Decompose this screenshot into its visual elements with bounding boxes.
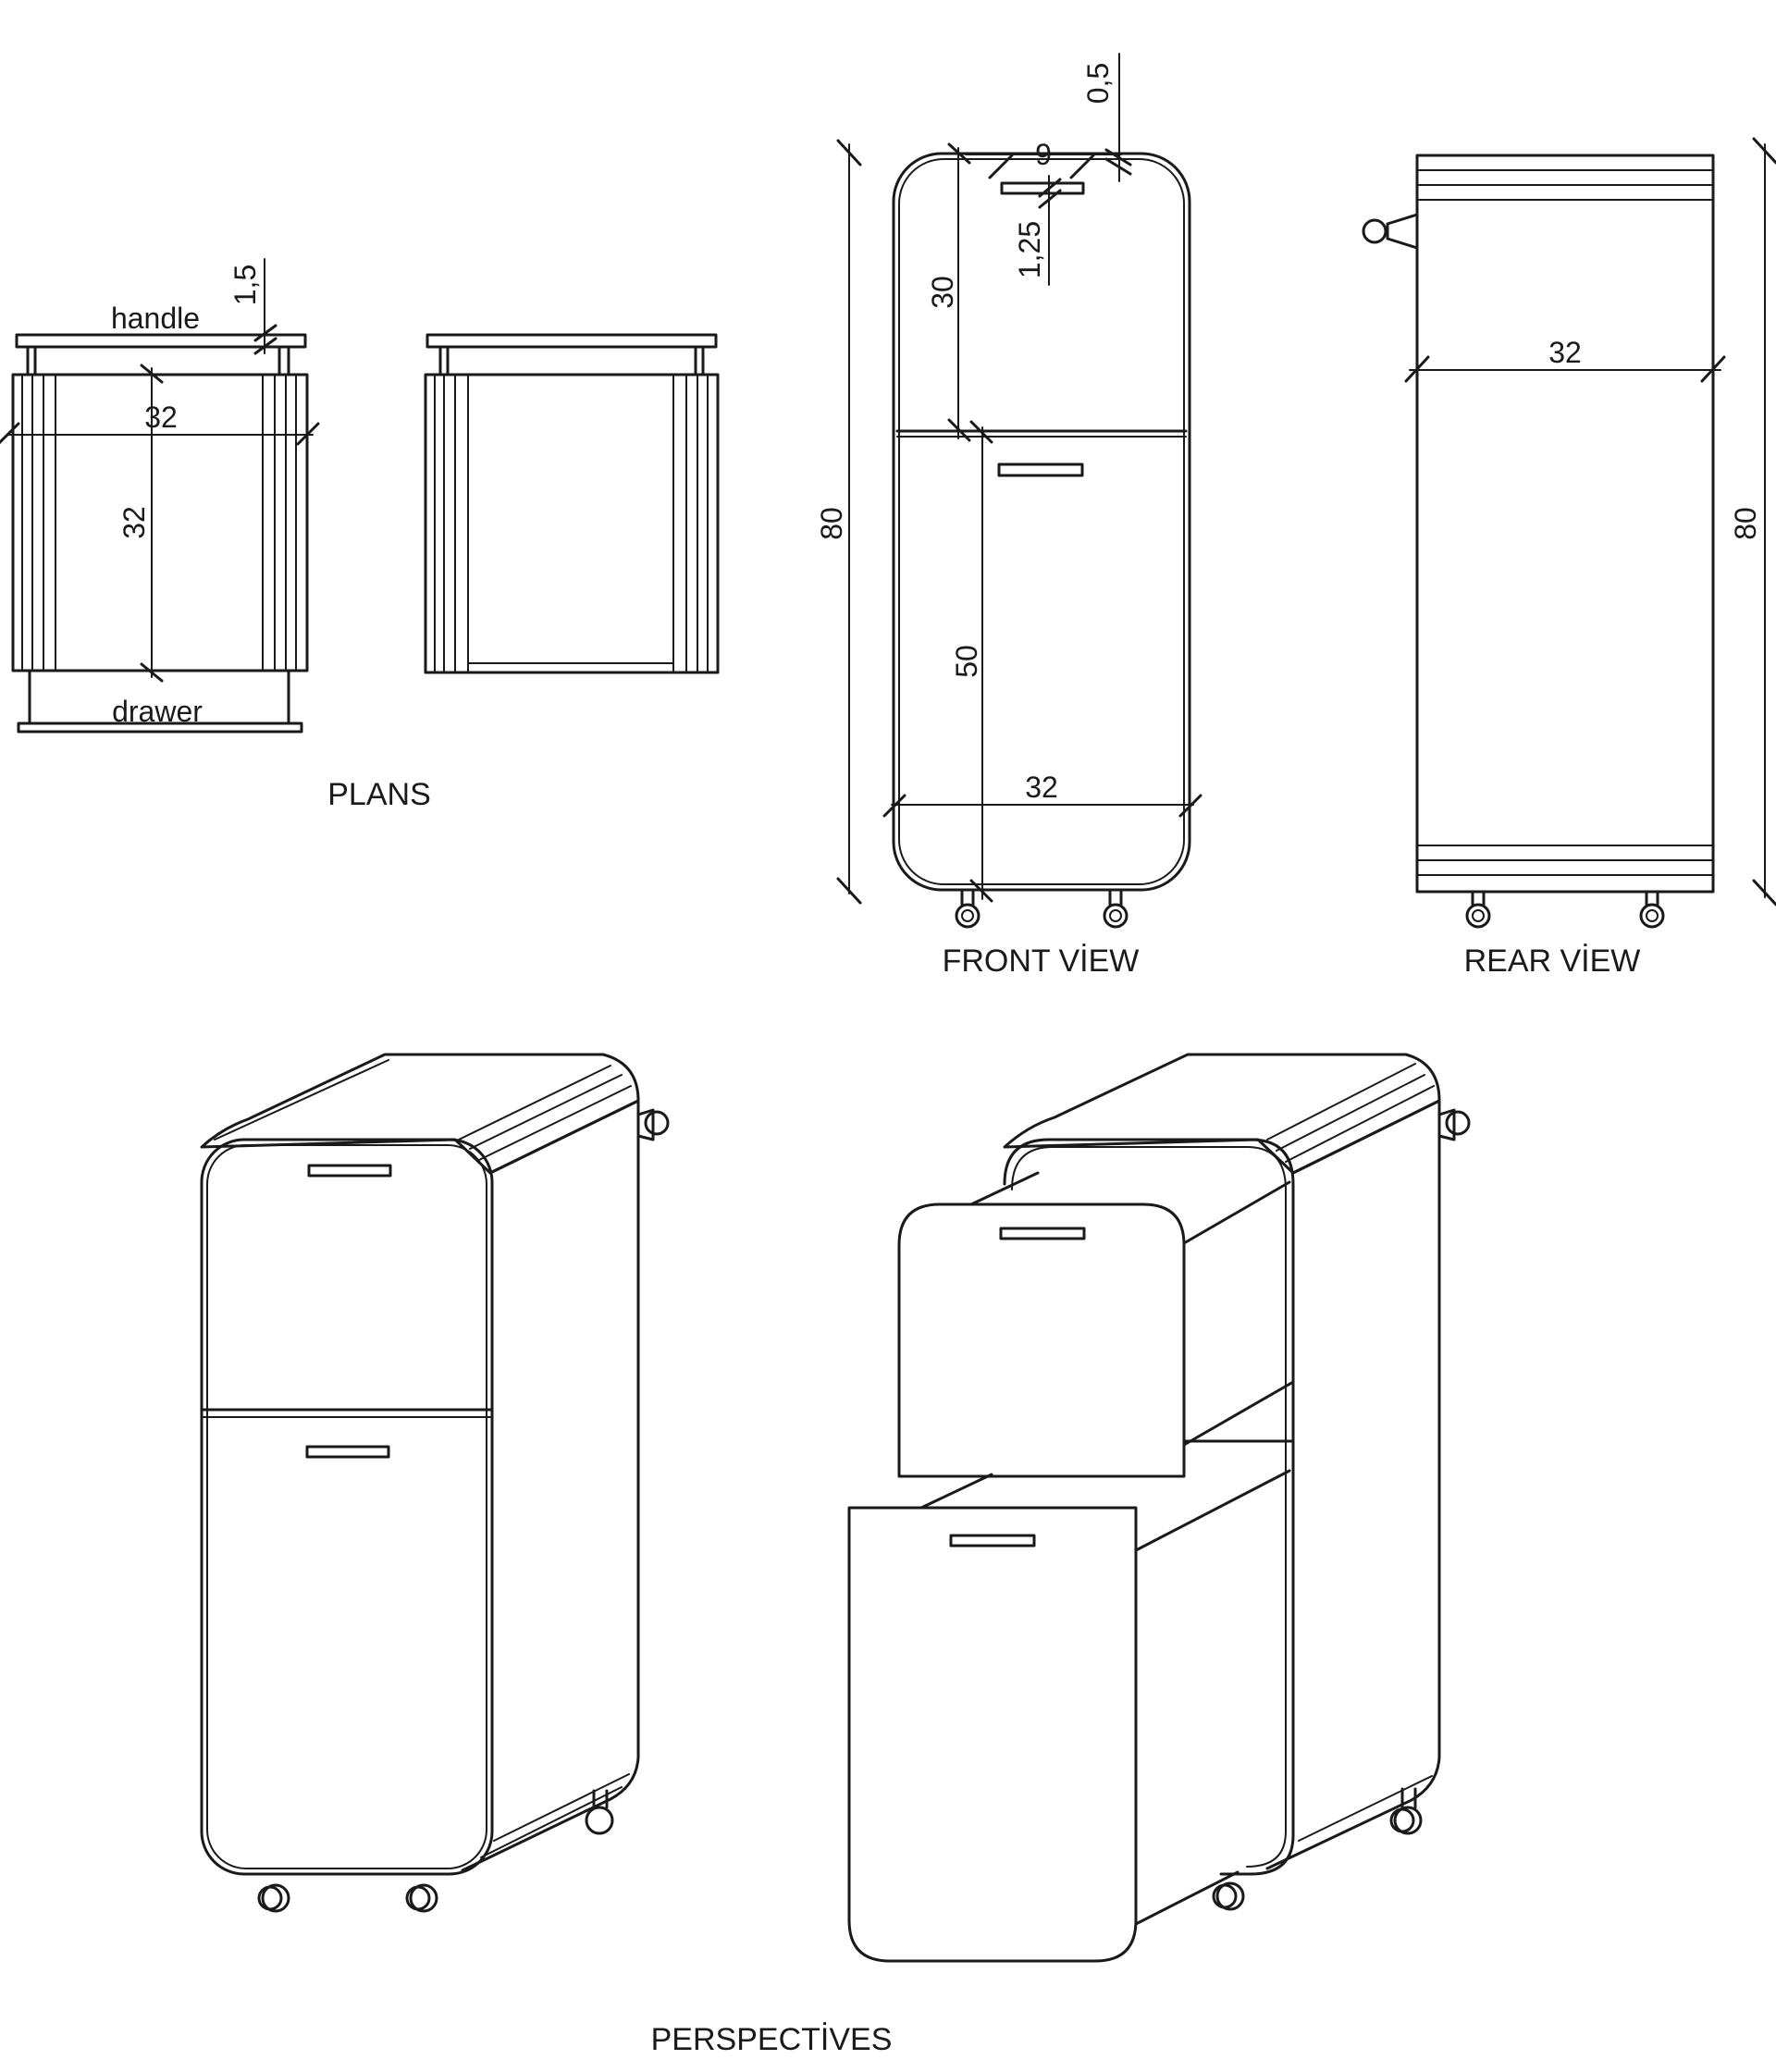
perspective1-wheel-2	[409, 1883, 438, 1913]
front-upper-drawer-dim: 30	[926, 276, 959, 309]
front-upper-handle	[1000, 181, 1085, 195]
perspective1-top	[200, 1053, 640, 1175]
perspectives-caption: PERSPECTİVES	[651, 2022, 893, 2057]
rear-view-caption: REAR VİEW	[1464, 944, 1641, 979]
perspective2-lower-drawer	[847, 1506, 1138, 1963]
perspective2-upper-handle	[999, 1227, 1086, 1240]
rear-wheel-right	[1639, 903, 1665, 929]
rear-height-dim: 80	[1729, 507, 1762, 540]
front-handle-length-dim: 9	[1035, 138, 1052, 171]
front-top-gap-dim: 0,5	[1081, 63, 1115, 104]
rear-view: 32 80	[1362, 137, 1776, 929]
plan-drawer-bar	[17, 722, 303, 734]
front-view-caption: FRONT VİEW	[943, 944, 1140, 979]
perspective1-wheel-3	[585, 1806, 614, 1835]
front-lower-drawer-dim: 50	[950, 645, 983, 678]
front-wheel-right	[1103, 903, 1128, 929]
rear-wheel-left	[1465, 903, 1491, 929]
perspective2-wheel-2	[1393, 1806, 1423, 1835]
front-lower-handle	[997, 462, 1084, 477]
perspective1-wheel-1	[261, 1883, 290, 1913]
rear-width-dim: 32	[1548, 336, 1582, 369]
perspective1-front	[200, 1138, 494, 1876]
perspective-closed	[200, 1053, 670, 1913]
plan-handle-bar	[15, 333, 307, 349]
front-height-dim: 80	[815, 507, 848, 540]
plans-caption: PLANS	[327, 777, 431, 812]
plan-body	[11, 373, 309, 672]
handle-label: handle	[111, 302, 200, 335]
drawer-label: drawer	[112, 695, 203, 728]
plan-handle-thickness-dim: 1,5	[228, 265, 262, 305]
perspective2-top	[1003, 1053, 1441, 1175]
perspective-open	[847, 1053, 1471, 1963]
perspective1-upper-handle	[307, 1164, 392, 1178]
plan-view-right	[424, 333, 720, 674]
perspective2-lower-handle	[949, 1534, 1036, 1548]
perspective2-wheel-1	[1215, 1881, 1245, 1911]
plan-view-left: 32 32 1,5 handle drawer	[0, 258, 320, 734]
rear-side-knob	[1386, 213, 1419, 250]
plan-width-dim: 32	[144, 401, 178, 434]
front-wheel-left	[955, 903, 980, 929]
rear-outer-body	[1415, 154, 1715, 894]
plan-depth-dim: 32	[117, 506, 151, 539]
front-view: 80 30 50 32 9 1,25 0,5	[815, 53, 1202, 929]
front-handle-height-dim: 1,25	[1013, 221, 1046, 278]
perspective2-upper-drawer	[897, 1202, 1186, 1478]
perspective1-lower-handle	[305, 1445, 390, 1459]
front-width-dim: 32	[1025, 771, 1058, 804]
